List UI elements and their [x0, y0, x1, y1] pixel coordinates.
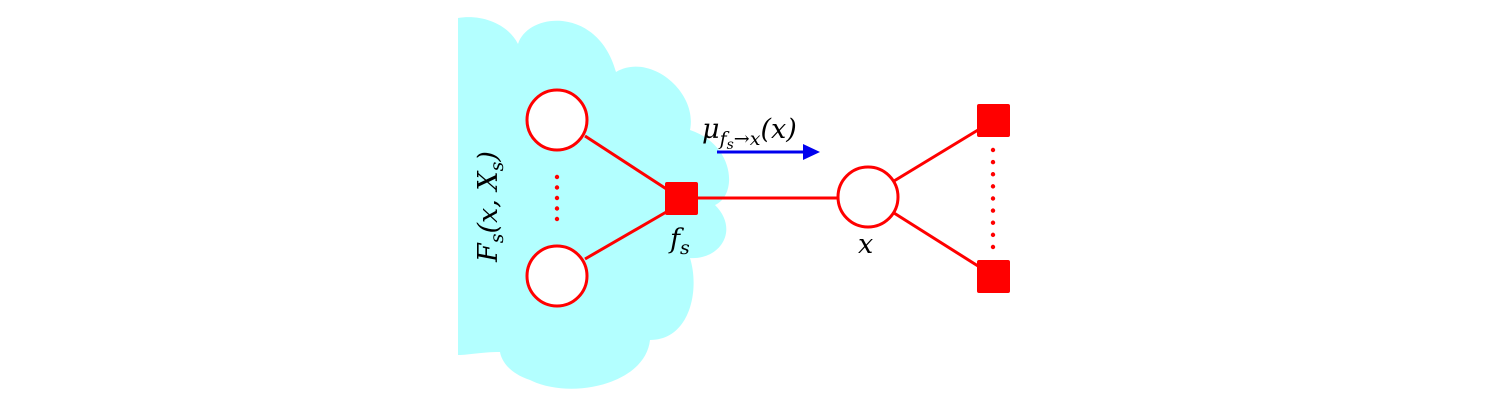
variable-node-x: [836, 165, 900, 229]
ellipsis-dot: [990, 159, 996, 165]
ellipsis-dot: [990, 244, 996, 250]
message-arrow: [717, 144, 820, 160]
variable-label-x: x: [858, 229, 873, 260]
ellipsis-dot: [990, 172, 996, 177]
ellipsis-dots-left: [554, 174, 560, 222]
subtree-label: Fs(x, Xs): [473, 151, 508, 263]
ellipsis-dot: [990, 208, 996, 213]
ellipsis-dot: [990, 184, 996, 189]
ellipsis-dot: [990, 220, 996, 225]
ellipsis-dot: [990, 147, 996, 153]
ellipsis-dot: [554, 216, 560, 222]
ellipsis-dot: [990, 232, 996, 238]
factor-node-bottom-right: [977, 260, 1010, 293]
ellipsis-dots-right: [990, 147, 996, 250]
ellipsis-dot: [554, 195, 560, 201]
ellipsis-dot: [554, 185, 560, 190]
edge-variable-to-bottom-factor: [893, 211, 979, 268]
edge-bottom-node-to-factor: [584, 209, 669, 261]
variable-node-bottom: [525, 244, 589, 308]
edge-top-node-to-factor: [584, 134, 669, 192]
graph-edges: [584, 128, 979, 268]
factor-node-fs: [665, 182, 698, 215]
message-arrow-head: [803, 144, 820, 160]
ellipsis-dot: [990, 196, 996, 201]
ellipsis-dot: [554, 206, 560, 211]
edge-variable-to-top-factor: [893, 128, 979, 183]
message-label: μfs→x(x): [702, 114, 797, 153]
subtree-cloud: [458, 17, 730, 389]
cloud-shape: [458, 17, 730, 389]
ellipsis-dot: [554, 174, 560, 180]
variable-node-top: [525, 88, 589, 152]
factor-node-top-right: [977, 104, 1010, 137]
